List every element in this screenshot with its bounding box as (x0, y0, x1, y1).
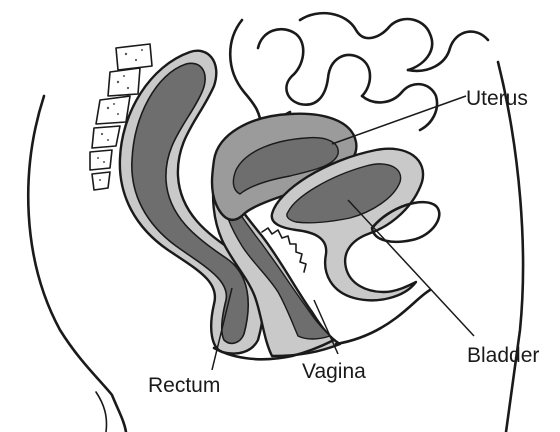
buttock-crease (96, 392, 107, 432)
uterus-leader-line (332, 96, 466, 144)
vagina-label: Vagina (302, 360, 366, 383)
uterus-label: Uterus (466, 87, 528, 110)
abdominal-wall-outline (498, 62, 523, 432)
bladder-label: Bladder (467, 344, 539, 367)
intestine-loops (230, 13, 488, 130)
rectum-label: Rectum (148, 374, 220, 397)
bladder-leader-line (348, 200, 474, 336)
